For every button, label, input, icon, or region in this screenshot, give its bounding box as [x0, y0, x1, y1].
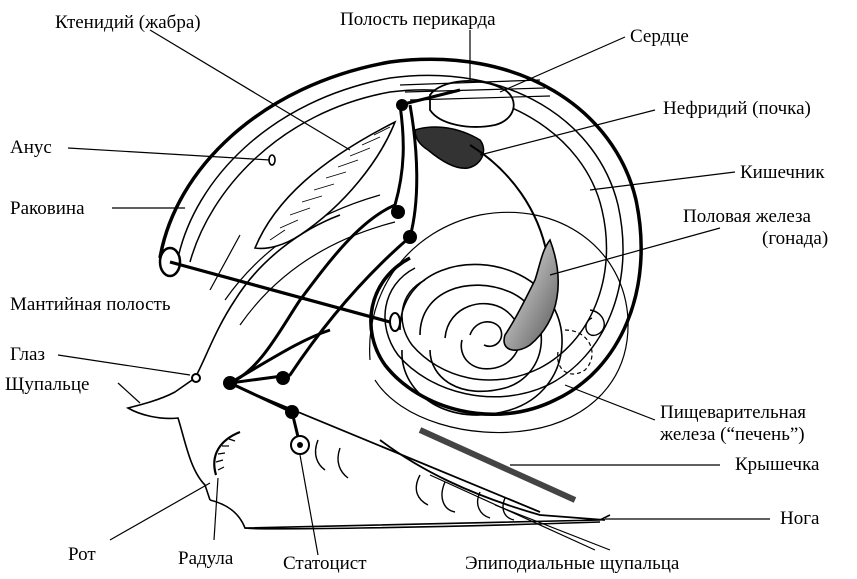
label-intestine: Кишечник: [740, 162, 825, 183]
label-pericardium: Полость перикарда: [340, 9, 496, 30]
label-statocyst: Статоцист: [283, 553, 367, 574]
label-anus: Анус: [10, 137, 52, 158]
label-radula: Радула: [178, 548, 234, 569]
pericardium: [400, 80, 550, 127]
label-ctenidium: Ктенидий (жабра): [55, 12, 201, 33]
radula-teeth: [216, 439, 235, 470]
statocyst: [291, 436, 309, 454]
label-foot: Нога: [780, 508, 820, 529]
body-outline: [128, 195, 610, 529]
label-epipodial: Эпиподиальные щупальца: [465, 553, 680, 574]
mantle-line: [170, 262, 390, 322]
label-mantle-cavity: Мантийная полость: [10, 294, 171, 315]
label-tentacle: Щупальце: [5, 374, 89, 395]
epipodial-tentacles: [316, 440, 514, 520]
label-shell: Раковина: [10, 198, 85, 219]
spiral-coils: [370, 212, 628, 432]
label-gonad-line2: (гонада): [762, 228, 828, 249]
mantle-edge: [390, 313, 400, 331]
gonad: [504, 240, 558, 350]
label-nephridium: Нефридий (почка): [663, 98, 811, 119]
label-mouth: Рот: [68, 544, 96, 565]
label-digestive-line2: железа (“печень”): [659, 424, 805, 445]
label-heart: Сердце: [630, 26, 689, 47]
small-coil: [586, 310, 604, 335]
label-operculum: Крышечка: [735, 454, 820, 475]
label-eye: Глаз: [10, 344, 45, 365]
label-digestive-line1: Пищеварительная: [660, 402, 806, 423]
label-gonad-line1: Половая железа: [683, 206, 812, 227]
eye: [192, 374, 200, 382]
